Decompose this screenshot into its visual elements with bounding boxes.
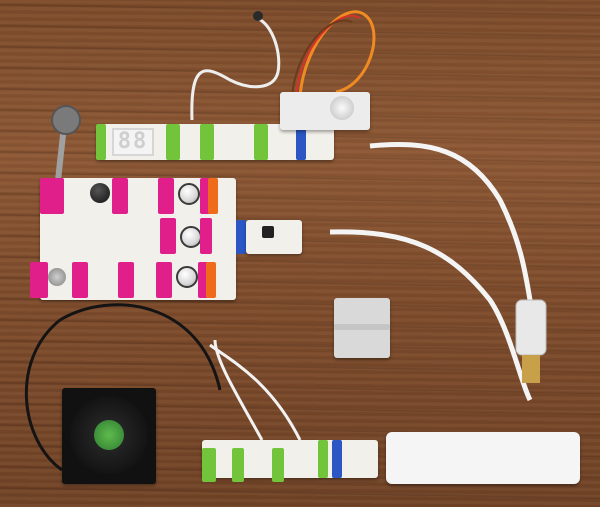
usb-plug-right (515, 299, 547, 356)
row3-pink-connector-4 (156, 262, 172, 298)
flex-sensor-pad (51, 105, 81, 135)
bottom-chain-green-connector-4 (318, 440, 328, 478)
servo-wire-brown (291, 19, 353, 97)
bottom-chain-green-connector-1 (202, 448, 216, 482)
dimmer-knob (90, 183, 110, 203)
power-module-middle (246, 220, 302, 254)
top-chain-green-connector-3 (200, 124, 214, 160)
flex-sensor-strip (55, 125, 67, 181)
row2-pink-connector (160, 218, 176, 254)
bottom-module-chain (202, 440, 378, 478)
servo-motor (280, 92, 370, 130)
row1-pink-connector-1 (40, 178, 64, 214)
row2-pink-connector-2 (200, 218, 212, 254)
sensor-bulb-top (253, 11, 263, 21)
sound-sensor (48, 268, 66, 286)
row1-pink-connector-2 (112, 178, 128, 214)
bottom-chain-green-connector-2 (232, 448, 244, 482)
usb-plug-metal (522, 355, 540, 383)
usb-cable-top (369, 141, 533, 301)
row2-power-connector (236, 220, 246, 254)
bottom-chain-green-connector-3 (272, 448, 284, 482)
row2-button (180, 226, 202, 248)
top-chain-power-connector (296, 124, 306, 160)
power-switch (262, 226, 274, 238)
long-led-wire-1 (213, 339, 264, 441)
standalone-module-top-bit (334, 324, 390, 330)
row1-pink-connector-3 (158, 178, 174, 214)
servo-wire-red (295, 15, 361, 97)
usb-power-bank (386, 432, 580, 484)
row1-button (178, 183, 200, 205)
top-chain-green-connector-2 (166, 124, 180, 160)
usb-cable-middle (329, 229, 533, 402)
row1-wire-bit (208, 178, 218, 214)
top-chain-green-connector-4 (254, 124, 268, 160)
servo-wire-orange (298, 10, 376, 97)
row3-pink-connector-3 (118, 262, 134, 298)
fan-hub-label (94, 420, 124, 450)
row3-pink-connector-1 (30, 262, 48, 298)
row3-pink-connector-5 (198, 262, 208, 298)
seven-segment-display: 88 (112, 128, 154, 156)
servo-horn (330, 96, 354, 120)
bottom-chain-power-connector (332, 440, 342, 478)
row3-button (176, 266, 198, 288)
row3-wire-bit (206, 262, 216, 298)
long-led-wire-2 (209, 343, 302, 441)
sensor-wire-top (190, 16, 281, 121)
fan-wire-black (24, 303, 222, 472)
row3-pink-connector-2 (72, 262, 88, 298)
top-chain-green-connector-1 (96, 124, 106, 160)
